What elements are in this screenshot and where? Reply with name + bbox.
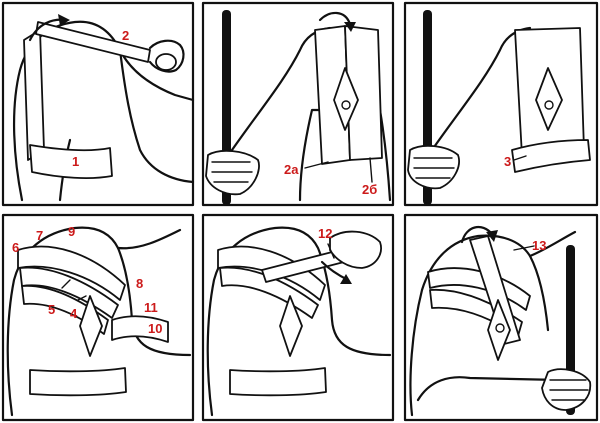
leader-2b	[369, 157, 373, 183]
label-2b: 2б	[362, 182, 377, 197]
label-3: 3	[504, 154, 511, 169]
nipple-marker	[341, 100, 351, 110]
gripping-hand	[407, 144, 460, 190]
label-10: 10	[148, 321, 162, 336]
arm-band-10	[111, 315, 169, 343]
forearm	[416, 376, 562, 402]
diamond-gap	[487, 299, 511, 361]
arm-outline	[118, 48, 195, 184]
shoulder-wrap-band	[427, 267, 531, 311]
label-4: 4	[70, 306, 78, 321]
diamond-gap	[79, 295, 103, 357]
step-labels: 1 2 2a 2б 3 4 5 6 7 8 9 10 11 12 13	[12, 28, 546, 336]
panel-5-frame	[201, 213, 395, 422]
chest-band-3	[511, 139, 591, 173]
label-5: 5	[48, 302, 55, 317]
panel-4-frame	[1, 213, 195, 422]
label-12: 12	[318, 226, 332, 241]
label-2: 2	[122, 28, 129, 43]
diamond-gap	[279, 295, 303, 357]
neck-line	[528, 230, 577, 258]
neck-line	[116, 228, 182, 250]
panel-1	[1, 1, 195, 207]
finger-lines	[211, 161, 253, 183]
label-8: 8	[136, 276, 143, 291]
torso-outline	[12, 20, 195, 202]
shoulder-wrap-band	[217, 245, 326, 301]
leader-3	[513, 155, 527, 161]
label-11: 11	[144, 300, 158, 315]
vertical-bandage-strip	[23, 29, 45, 161]
panel-6-frame	[403, 213, 599, 422]
shoulder-wrap-band	[17, 245, 126, 301]
strip-13	[469, 235, 521, 345]
panel-1-frame	[1, 1, 195, 207]
panel-2-frame	[201, 1, 395, 207]
leader-12	[327, 243, 335, 259]
body-band	[29, 367, 127, 397]
leader-13	[513, 245, 535, 251]
panel-5	[201, 213, 395, 422]
arrow-head	[58, 14, 70, 26]
panel-3	[403, 1, 599, 207]
bandage-roll	[155, 53, 177, 71]
torso-outline	[206, 226, 392, 417]
body-band	[229, 367, 327, 397]
label-13: 13	[532, 238, 546, 253]
nipple-marker	[544, 100, 554, 110]
panel-2	[201, 1, 395, 207]
torso-outline	[409, 234, 550, 417]
chest-band-1	[29, 144, 113, 179]
arrow-head	[486, 230, 498, 242]
diamond-gap	[333, 67, 359, 131]
label-9: 9	[68, 224, 75, 239]
finger-lines	[549, 379, 589, 401]
arrow-head	[340, 274, 352, 284]
hand-pulling	[329, 230, 382, 269]
diagonal-bandage	[35, 21, 151, 63]
arrow-head	[344, 22, 356, 32]
label-6: 6	[12, 240, 19, 255]
label-7: 7	[36, 228, 43, 243]
leader-2a	[304, 161, 329, 169]
panel-6	[403, 213, 599, 422]
diamond-gap	[535, 67, 563, 131]
hand-with-roll	[148, 39, 185, 73]
panel-4	[1, 213, 195, 422]
label-1: 1	[72, 154, 79, 169]
finger-lines	[413, 157, 455, 179]
label-2a: 2a	[284, 162, 299, 177]
curved-arrow	[318, 11, 352, 26]
panel-3-frame	[403, 1, 599, 207]
nipple-marker	[495, 323, 505, 333]
leaders	[61, 279, 87, 301]
